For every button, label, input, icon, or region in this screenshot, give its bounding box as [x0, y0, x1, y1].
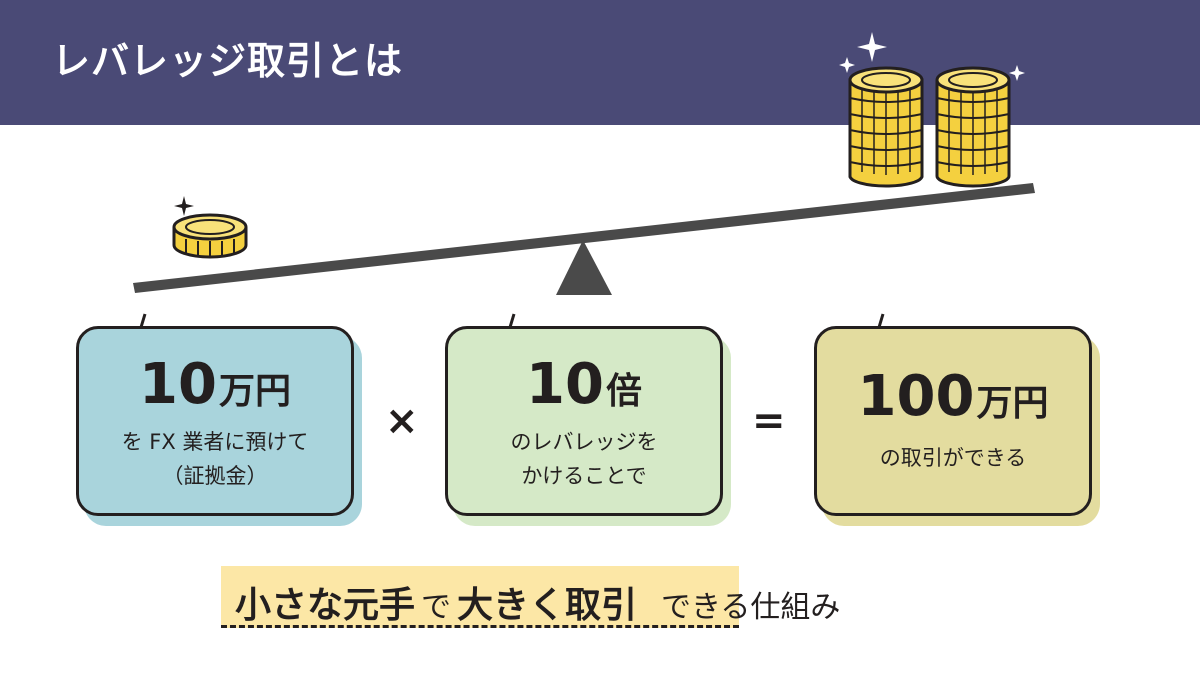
card-amount: 100万円	[817, 369, 1089, 425]
summary: 小さな元手で大きく取引できる仕組み	[0, 566, 1200, 636]
sparkle-icon	[839, 57, 855, 73]
multiply-sign: ×	[385, 398, 419, 444]
card-text: を FX 業者に預けて （証拠金）	[79, 425, 351, 493]
card-unit: 倍	[605, 371, 642, 412]
summary-part3: 大きく取引	[457, 585, 638, 626]
seesaw-beam	[133, 183, 1035, 293]
coin-stack-icon	[848, 66, 924, 188]
card-trade: 100万円 の取引ができる	[814, 326, 1092, 516]
card-deposit: 10万円 を FX 業者に預けて （証拠金）	[76, 326, 354, 516]
card-amount: 10倍	[448, 357, 720, 413]
summary-part2: で	[421, 590, 452, 625]
card-line: の取引ができる	[879, 446, 1027, 470]
summary-highlight	[221, 566, 739, 628]
sparkle-icon	[857, 32, 887, 62]
card-leverage: 10倍 のレバレッジを かけることで	[445, 326, 723, 516]
summary-text: 小さな元手で大きく取引できる仕組み	[235, 576, 840, 628]
card-unit: 万円	[976, 383, 1049, 424]
card-text: の取引ができる	[817, 441, 1089, 475]
sparkle-icon	[1009, 65, 1025, 81]
card-number: 10	[139, 352, 217, 417]
page-title: レバレッジ取引とは	[52, 39, 404, 83]
card-amount: 10万円	[79, 357, 351, 413]
card-unit: 万円	[218, 371, 291, 412]
single-coin-icon	[172, 213, 248, 259]
card-number: 10	[526, 352, 604, 417]
card-number: 100	[857, 364, 975, 429]
summary-part4: できる仕組み	[661, 590, 841, 625]
card-text: のレバレッジを かけることで	[448, 425, 720, 493]
coin-stack-icon	[935, 66, 1011, 188]
card-line: のレバレッジを	[510, 430, 658, 454]
card-line: （証拠金）	[162, 464, 268, 488]
card-line: を FX 業者に預けて	[121, 430, 309, 454]
seesaw-fulcrum	[556, 240, 612, 295]
sparkle-icon	[174, 196, 194, 216]
equals-sign: =	[752, 398, 786, 444]
summary-part1: 小さな元手	[235, 585, 416, 626]
card-line: かけることで	[521, 464, 647, 488]
